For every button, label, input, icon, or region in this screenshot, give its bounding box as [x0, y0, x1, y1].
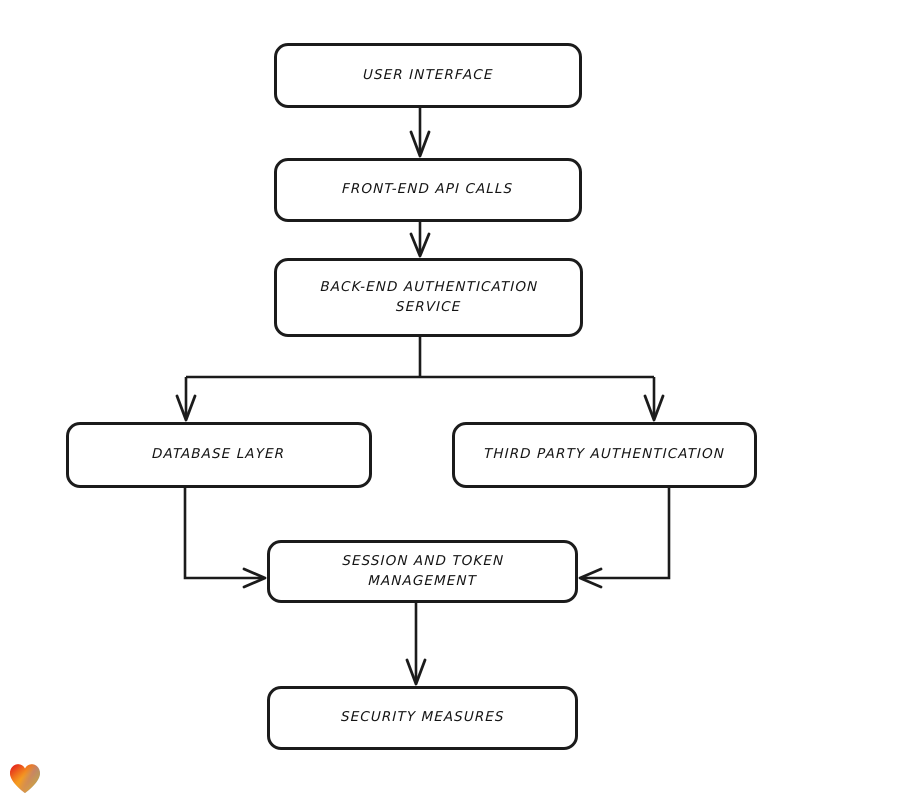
edge-backend-to-database [175, 377, 197, 422]
edge-session-to-security [405, 603, 427, 686]
node-front-end-api-calls[interactable]: FRONT-END API CALLS [274, 158, 582, 222]
node-label-front-end-api-calls: FRONT-END API CALLS [342, 181, 514, 198]
node-label-session-and-token-management: SESSION AND TOKEN MANAGEMENT [341, 552, 505, 589]
edge-thirdparty-to-session [578, 488, 671, 589]
edge-backend-to-thirdparty [643, 377, 665, 422]
heart-icon [10, 764, 40, 793]
node-label-security-measures: SECURITY MEASURES [340, 709, 505, 726]
node-label-database-layer: DATABASE LAYER [152, 446, 286, 463]
node-label-user-interface: USER INTERFACE [362, 66, 494, 83]
edge-backend-branch-stem [186, 337, 654, 379]
edge-api-to-backend [409, 222, 431, 258]
node-label-third-party-authentication: THIRD PARTY AUTHENTICATION [483, 446, 726, 463]
node-label-back-end-authentication-service: BACK-END AUTHENTICATION SERVICE [319, 278, 539, 315]
node-user-interface[interactable]: USER INTERFACE [274, 43, 582, 108]
node-back-end-authentication-service[interactable]: BACK-END AUTHENTICATION SERVICE [274, 258, 583, 337]
edge-database-to-session [183, 488, 267, 589]
node-database-layer[interactable]: DATABASE LAYER [66, 422, 372, 488]
node-security-measures[interactable]: SECURITY MEASURES [267, 686, 578, 750]
edge-ui-to-api [409, 108, 431, 158]
node-third-party-authentication[interactable]: THIRD PARTY AUTHENTICATION [452, 422, 757, 488]
node-session-and-token-management[interactable]: SESSION AND TOKEN MANAGEMENT [267, 540, 578, 603]
